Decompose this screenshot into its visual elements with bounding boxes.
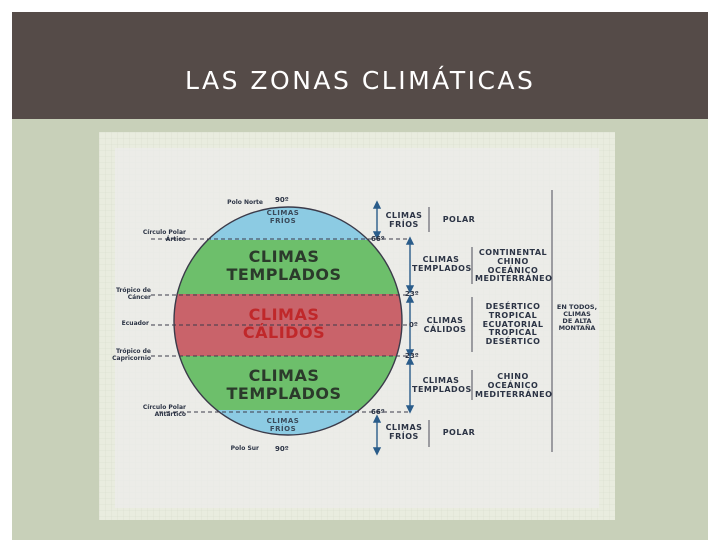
degree-tropic-south: 23º <box>405 352 419 360</box>
degree-tropic-north: 23º <box>405 290 419 298</box>
label-ecuador: Ecuador <box>121 320 149 327</box>
type-templado-norte: CONTINENTAL CHINO OCEÁNICO MEDITERRÁNEO <box>475 248 553 284</box>
type-calido: DESÉRTICO TROPICAL ECUATORIAL TROPICAL D… <box>482 302 544 347</box>
zone-label-frios-sur: CLIMAS FRÍOS <box>266 417 300 433</box>
label-tropico-cancer: Trópico de Cáncer <box>116 287 151 301</box>
globe-outline <box>173 206 403 436</box>
range-arrows <box>372 200 415 456</box>
type-polar-norte: POLAR <box>442 215 476 224</box>
zone-label-calidos: CLIMAS CÁLIDOS <box>242 305 326 342</box>
degree-equator: 0º <box>409 321 418 329</box>
group-frios-sur: CLIMAS FRÍOS <box>385 423 423 441</box>
zone-label-frios-norte: CLIMAS FRÍOS <box>266 209 300 225</box>
group-calidos: CLIMAS CÁLIDOS <box>423 316 467 334</box>
label-polo-sur: Polo Sur <box>230 445 259 452</box>
zone-label-templados-sur: CLIMAS TEMPLADOS <box>226 366 342 403</box>
slide-title: LAS ZONAS CLIMÁTICAS <box>185 66 536 95</box>
latitude-lines <box>151 238 409 413</box>
degree-polar-north: 66º <box>371 235 385 243</box>
label-polo-norte: Polo Norte <box>227 199 263 206</box>
temperate-zone-north <box>174 240 402 296</box>
type-templado-sur: CHINO OCEÁNICO MEDITERRÁNEO <box>475 372 553 399</box>
label-circulo-polar-artico: Círculo Polar Ártico <box>142 229 186 243</box>
group-templados-norte: CLIMAS TEMPLADOS <box>412 255 472 273</box>
type-polar-sur: POLAR <box>442 428 476 437</box>
degree-bottom: 90º <box>275 445 289 453</box>
degree-top: 90º <box>275 196 289 204</box>
zone-label-templados-norte: CLIMAS TEMPLADOS <box>226 247 342 284</box>
climate-zones-diagram: Polo Norte Círculo Polar Ártico Trópico … <box>99 132 615 520</box>
diagram-graphics <box>99 132 615 520</box>
separator-lines <box>428 190 553 452</box>
label-alta-montana: EN TODOS, CLIMAS DE ALTA MONTAÑA <box>556 303 598 333</box>
label-tropico-capricornio: Trópico de Capricornio <box>112 348 151 362</box>
group-frios-norte: CLIMAS FRÍOS <box>385 211 423 229</box>
slide-header: LAS ZONAS CLIMÁTICAS <box>12 12 708 119</box>
label-circulo-polar-antartico: Círculo Polar Antártico <box>142 404 186 418</box>
temperate-zone-south <box>174 356 402 412</box>
group-templados-sur: CLIMAS TEMPLADOS <box>412 376 472 394</box>
degree-polar-south: 66º <box>371 408 385 416</box>
